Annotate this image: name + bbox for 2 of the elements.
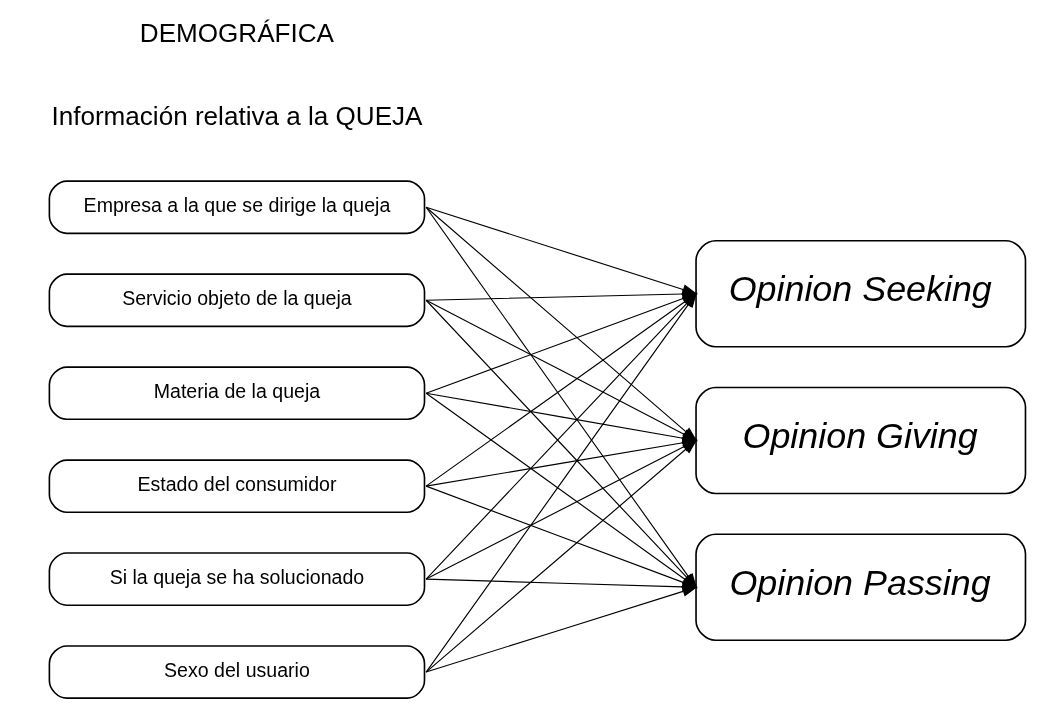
label: DEMOGRÁFICA xyxy=(139,18,335,49)
label: Información relativa a la QUEJA xyxy=(51,101,423,132)
